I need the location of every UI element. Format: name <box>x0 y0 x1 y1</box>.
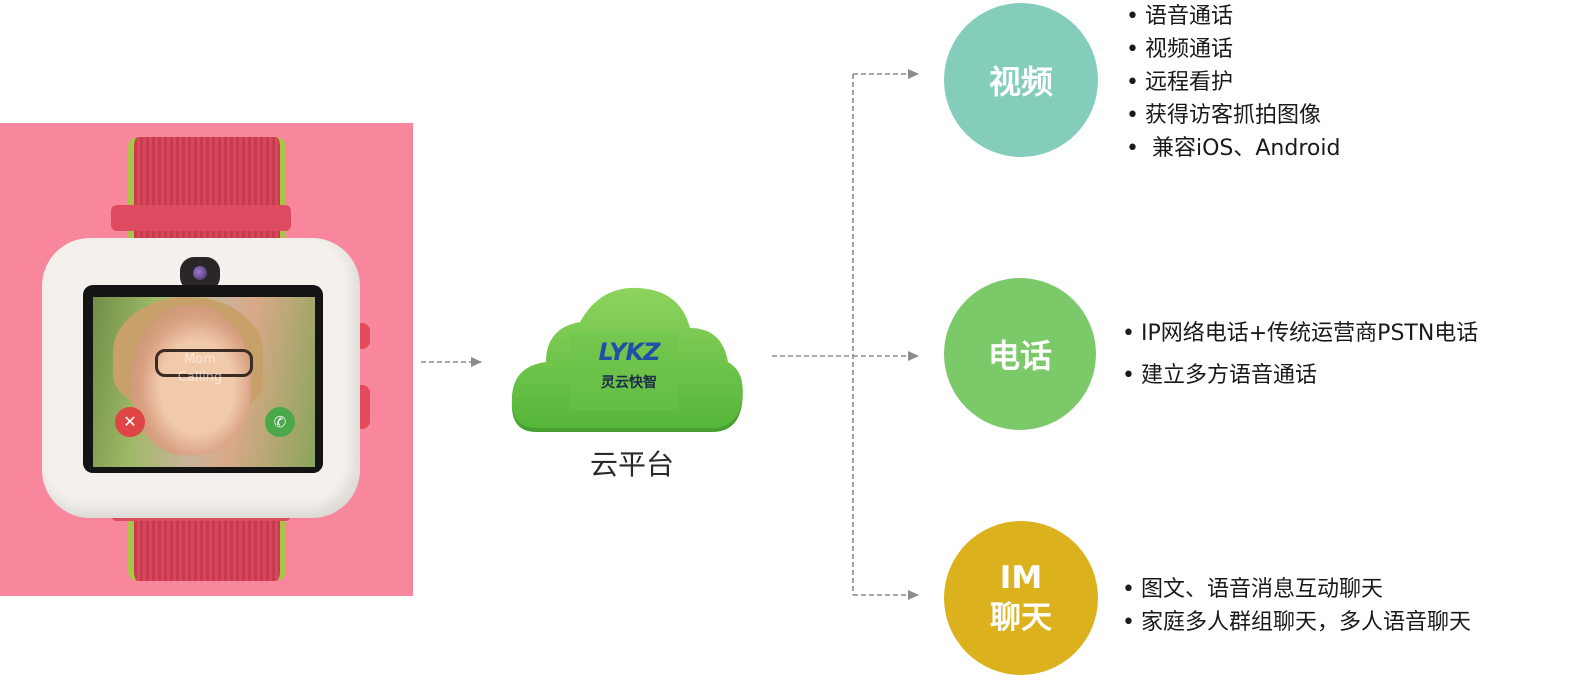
caller-text: Mom Calling <box>177 352 223 385</box>
im-chat-circle: IM 聊天 <box>944 521 1098 675</box>
im-feature-list: 图文、语音消息互动聊天 家庭多人群组聊天，多人语音聊天 <box>1122 573 1471 639</box>
watch-screen: Mom Calling ✕ ✆ <box>83 285 323 473</box>
phone-circle: 电话 <box>944 278 1096 430</box>
decline-call-icon: ✕ <box>115 407 145 437</box>
phone-circle-title: 电话 <box>987 337 1052 375</box>
video-feature-list: 语音通话 视频通话 远程看护 获得访客抓拍图像 兼容iOS、Android <box>1126 0 1340 165</box>
list-item: 语音通话 <box>1126 0 1340 33</box>
video-call-photo: Mom Calling ✕ ✆ <box>93 297 315 467</box>
video-circle: 视频 <box>944 3 1098 157</box>
list-item: IP网络电话+传统运营商PSTN电话 <box>1122 313 1478 355</box>
video-circle-title: 视频 <box>988 63 1053 101</box>
im-circle-title-line1: IM <box>999 560 1043 596</box>
list-item: 建立多方语音通话 <box>1122 355 1478 397</box>
lykz-logo-subtitle: 灵云快智 <box>601 375 657 391</box>
list-item: 视频通话 <box>1126 33 1340 66</box>
cloud-platform-label: 云平台 <box>589 448 674 481</box>
accept-call-icon: ✆ <box>265 407 295 437</box>
lykz-logo-mark: LYKZ <box>598 338 661 366</box>
list-item: 家庭多人群组聊天，多人语音聊天 <box>1122 606 1471 639</box>
list-item: 获得访客抓拍图像 <box>1126 99 1340 132</box>
list-item: 图文、语音消息互动聊天 <box>1122 573 1471 606</box>
list-item: 远程看护 <box>1126 66 1340 99</box>
caller-glasses <box>155 349 253 377</box>
watch-strap-cap-top <box>111 205 291 231</box>
list-item: 兼容iOS、Android <box>1126 132 1340 165</box>
lykz-logo: LYKZ 灵云快智 <box>583 338 675 402</box>
smartwatch-photo: Mom Calling ✕ ✆ <box>0 123 413 596</box>
im-circle-title-line2: 聊天 <box>990 600 1052 636</box>
caller-face <box>131 305 251 455</box>
cloud-platform-icon <box>511 287 743 432</box>
phone-feature-list: IP网络电话+传统运营商PSTN电话 建立多方语音通话 <box>1122 313 1478 397</box>
